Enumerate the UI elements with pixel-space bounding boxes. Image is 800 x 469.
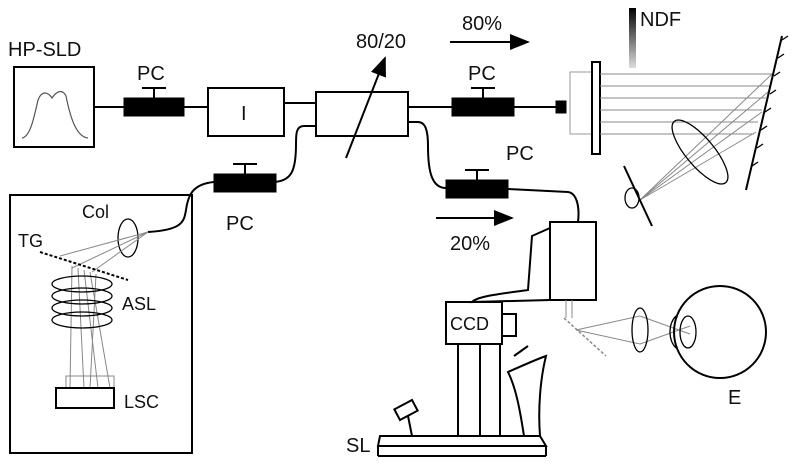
slit-lamp-base (376, 435, 548, 447)
spectrometer-box (9, 194, 193, 454)
polarization-controller-top (123, 87, 185, 117)
isolator-box (207, 87, 285, 137)
slit-lamp-label: SL (346, 435, 370, 457)
coupler-arrow (345, 56, 386, 159)
ccd-label: CCD (450, 314, 489, 334)
grating-label: TG (18, 231, 43, 251)
line-scan-camera (55, 387, 115, 409)
ccd-lens (501, 313, 517, 337)
camera-label: LSC (124, 392, 159, 412)
polarization-controller-imaging (445, 169, 509, 199)
ndf-label: NDF (640, 9, 681, 31)
ratio-20-label: 20% (450, 233, 490, 255)
joystick (393, 398, 419, 437)
reference-tilt-line (623, 165, 653, 227)
eye-label: E (728, 387, 741, 409)
imaging-lens (631, 307, 649, 353)
coupler-box (315, 91, 409, 137)
pc-bottom-label: PC (226, 213, 254, 235)
reference-focus-lens (671, 119, 729, 185)
polarization-controller-bottom (213, 163, 277, 193)
collimator-lens (117, 218, 139, 258)
isolator-label: I (241, 103, 247, 125)
pc-right-label: PC (506, 143, 534, 165)
eye (669, 285, 767, 379)
coupler-label: 80/20 (356, 31, 406, 53)
ratio-80-label: 80% (462, 13, 502, 35)
scan-head (549, 221, 597, 301)
reference-mirror (745, 35, 789, 191)
source-label: HP-SLD (8, 39, 81, 61)
reference-lens-holder (569, 71, 593, 135)
reference-mount (591, 61, 601, 155)
achromat-label: ASL (122, 294, 156, 314)
pc-top-label: PC (137, 63, 165, 85)
spectrum-curve (21, 90, 89, 139)
slit-lamp-body (457, 343, 548, 437)
transmission-grating (39, 251, 129, 281)
collimator-label: Col (82, 202, 109, 222)
polarization-controller-sample (451, 87, 515, 117)
achromat-lens-stack (51, 275, 113, 329)
light-source (13, 66, 95, 148)
pc-sample-label: PC (468, 63, 496, 85)
beam-splitter (563, 317, 607, 357)
reference-small-lens (624, 187, 640, 209)
neutral-density-filter (629, 8, 636, 68)
